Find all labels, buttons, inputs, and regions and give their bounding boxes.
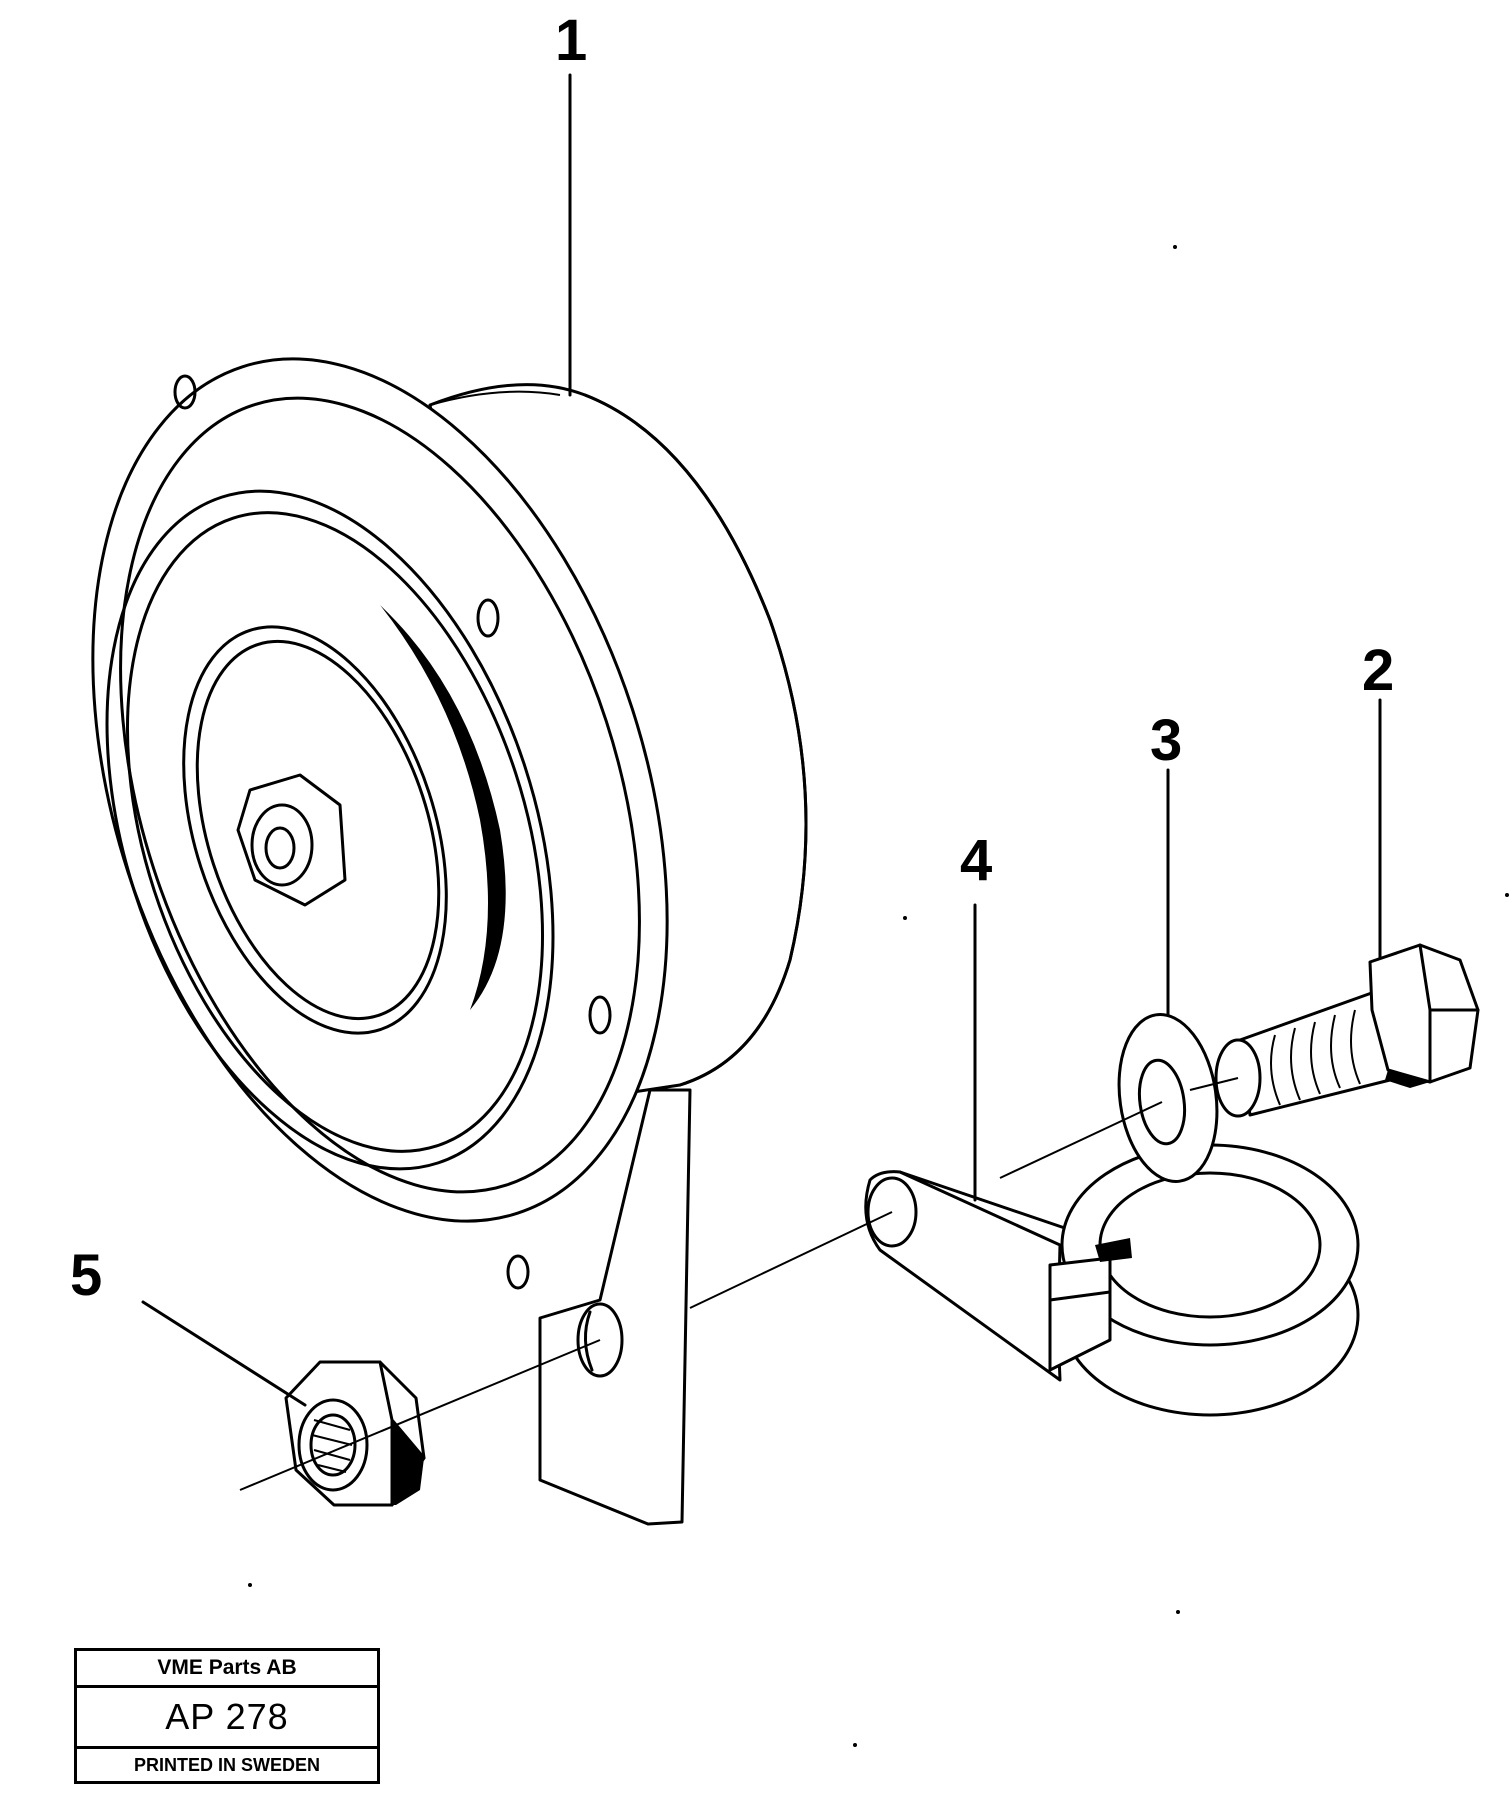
callout-2: 2 [1362,638,1394,703]
bolt-head [1368,943,1480,1084]
drawing-number: AP 278 [77,1688,377,1749]
print-specks [248,245,1509,1747]
nut-part-5 [284,1360,426,1507]
callout-5: 5 [70,1243,102,1308]
callout-1: 1 [555,8,587,73]
bracket-hole [576,1302,624,1378]
diaphragm-inner [182,625,448,1035]
clamp-part-4 [864,1143,1360,1417]
callout-4: 4 [960,828,992,893]
callout-3: 3 [1150,708,1182,773]
leader-lines [141,73,1382,1407]
clamp-strap [864,1170,1062,1382]
flange-hole [506,1254,530,1290]
washer-part-3 [1117,1013,1219,1183]
printed-note: PRINTED IN SWEDEN [133,1755,320,1775]
company-name: VME Parts AB [77,1651,377,1688]
clamp-hole [866,1176,918,1248]
assembly-lines [239,1077,1239,1491]
diaphragm-outer [105,489,555,1171]
flange-hole [476,598,500,638]
horn-bracket [538,1088,692,1526]
title-block: VME Parts AB AP 278 PRINTED IN SWEDEN [74,1648,380,1784]
bolt-part-2 [1214,943,1480,1118]
horn-part-1 [91,357,808,1526]
flange-hole [173,374,197,410]
flange-hole [588,995,612,1035]
